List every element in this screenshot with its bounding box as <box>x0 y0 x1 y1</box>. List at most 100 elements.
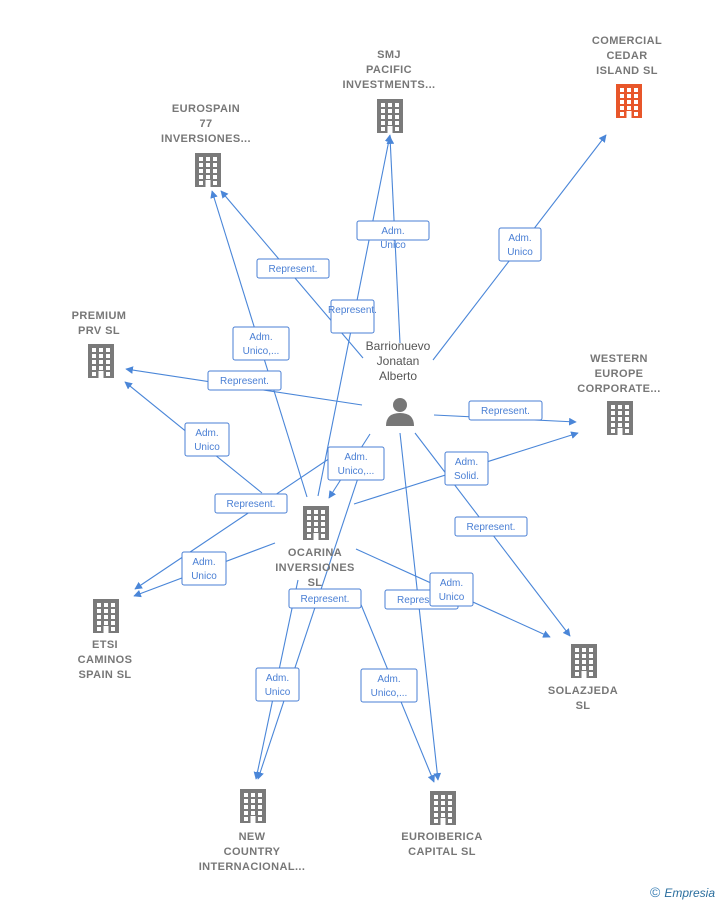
edge-label-text: Adm. <box>266 673 289 684</box>
edge-label-box <box>232 326 290 361</box>
node-ocarina[interactable]: OCARINA INVERSIONES SL <box>275 506 355 589</box>
edge-label-box <box>454 516 528 537</box>
brand-name: Empresia <box>664 886 716 900</box>
edge-label-text: Represent. <box>397 595 446 606</box>
edge-label-text: Adm. <box>377 674 400 685</box>
edge-label-box <box>288 588 362 609</box>
building-icon <box>93 599 119 633</box>
edge-line <box>256 459 365 780</box>
edge-label-text: Represent. <box>467 522 516 533</box>
edge-label-box <box>498 227 542 262</box>
edge-label[interactable]: Adm. Unico <box>498 227 542 262</box>
node-label-line: CEDAR <box>606 50 647 62</box>
edge-label-text: Adm. <box>344 452 367 463</box>
edge-label-text: Represent. <box>220 376 269 387</box>
edge-label-box <box>181 551 227 586</box>
edge-label-text: Adm. <box>381 226 404 237</box>
person-icon <box>386 398 414 426</box>
edge-label[interactable]: Adm. Unico <box>184 422 230 457</box>
node-label-line: COUNTRY <box>224 846 281 858</box>
edge-label-text: Unico <box>194 442 220 453</box>
edge-label-text: Represent. <box>328 305 377 316</box>
edge-label[interactable]: Adm. Solid. <box>444 451 489 486</box>
edge-label-text: Unico <box>380 240 406 251</box>
node-label-line: INTERNACIONAL... <box>199 861 306 873</box>
node-label-line: PREMIUM <box>72 310 127 322</box>
node-western[interactable]: WESTERNEUROPECORPORATE... <box>577 353 660 435</box>
building-icon <box>195 153 221 187</box>
edge-label[interactable]: Adm.Unico <box>181 551 227 586</box>
edge-label[interactable]: Represent. <box>288 588 362 609</box>
edge-label[interactable]: Adm. Unico <box>255 667 300 702</box>
node-label-line: Jonatan <box>377 354 420 368</box>
edge-label-text: Unico <box>507 247 533 258</box>
edge-label[interactable]: Represent. <box>256 258 330 279</box>
building-icon <box>377 99 403 133</box>
building-icon <box>303 506 329 540</box>
node-label-line: PACIFIC <box>366 64 412 76</box>
node-label-line: COMERCIAL <box>592 35 662 47</box>
edge-label-box <box>207 370 282 391</box>
node-label-line: 77 <box>199 118 212 130</box>
edge-line <box>134 447 346 590</box>
edge-label[interactable]: Adm. Unico <box>356 220 430 251</box>
node-label-line: EUROIBERICA <box>401 831 482 843</box>
node-label-line: NEW <box>239 831 266 843</box>
node-label-line: SL <box>576 700 591 712</box>
edge-label[interactable]: Represent. <box>207 370 282 391</box>
node-comercial[interactable]: COMERCIAL CEDAR ISLAND SL <box>592 35 662 118</box>
edge-label-text: Unico,... <box>371 688 408 699</box>
node-label-line: EUROSPAIN <box>172 103 240 115</box>
building-icon <box>240 789 266 823</box>
node-label-line: CAMINOS <box>78 654 133 666</box>
edge-label-text: Adm. <box>455 457 478 468</box>
edge-label[interactable]: Adm. Unico,... <box>360 668 418 703</box>
node-label-line: SOLAZJEDA <box>548 685 618 697</box>
node-label-line: SL <box>308 577 323 589</box>
node-label-line: INVERSIONES <box>275 562 355 574</box>
edge-label-text: Represent. <box>227 499 276 510</box>
node-eurospain[interactable]: EUROSPAIN77INVERSIONES... <box>161 103 251 187</box>
edge-label[interactable]: Represent. <box>468 400 543 421</box>
node-label-line: OCARINA <box>288 547 342 559</box>
node-etsi[interactable]: ETSI CAMINOS SPAIN SL <box>78 599 133 681</box>
brand-watermark: ©Empresia <box>650 884 715 900</box>
building-icon <box>616 84 642 118</box>
edge-label-box <box>330 299 375 334</box>
node-label-line: CORPORATE... <box>577 383 660 395</box>
edge-label-box <box>444 451 489 486</box>
edge-label-text: Unico <box>191 571 217 582</box>
edge-label-text: Unico,... <box>243 346 280 357</box>
edge-label-text: Adm. <box>195 428 218 439</box>
node-label-line: Alberto <box>379 369 417 383</box>
edge-label-text: Adm. <box>249 332 272 343</box>
node-newcountry[interactable]: NEW COUNTRY INTERNACIONAL... <box>199 789 306 873</box>
edge-label-text: Adm. <box>440 578 463 589</box>
building-icon <box>607 401 633 435</box>
edge-label[interactable]: Adm.Unico <box>429 572 474 607</box>
edge-label-box <box>214 493 288 514</box>
node-smj[interactable]: SMJPACIFICINVESTMENTS... <box>343 49 436 133</box>
edge-label-text: Represent. <box>269 264 318 275</box>
edge-label[interactable]: Adm.Unico,... <box>327 446 385 481</box>
building-icon <box>430 791 456 825</box>
edge-label[interactable]: Represent. <box>214 493 288 514</box>
edge-label-text: Solid. <box>454 471 479 482</box>
node-label-line: WESTERN <box>590 353 648 365</box>
node-label-line: ETSI <box>92 639 118 651</box>
edge-label-text: Adm. <box>508 233 531 244</box>
node-solazjeda[interactable]: SOLAZJEDA SL <box>548 644 618 712</box>
edge-label-text: Represent. <box>481 406 530 417</box>
edge-label-box <box>356 220 430 241</box>
edge-label[interactable]: Adm. Unico,... <box>232 326 290 361</box>
node-label-line: SPAIN SL <box>78 669 131 681</box>
edge-label[interactable]: Represent. <box>454 516 528 537</box>
edge-label-box <box>327 446 385 481</box>
edge-label[interactable]: Represent. <box>328 299 377 334</box>
edge-label-text: Unico <box>265 687 291 698</box>
node-label-line: ISLAND SL <box>596 65 658 77</box>
